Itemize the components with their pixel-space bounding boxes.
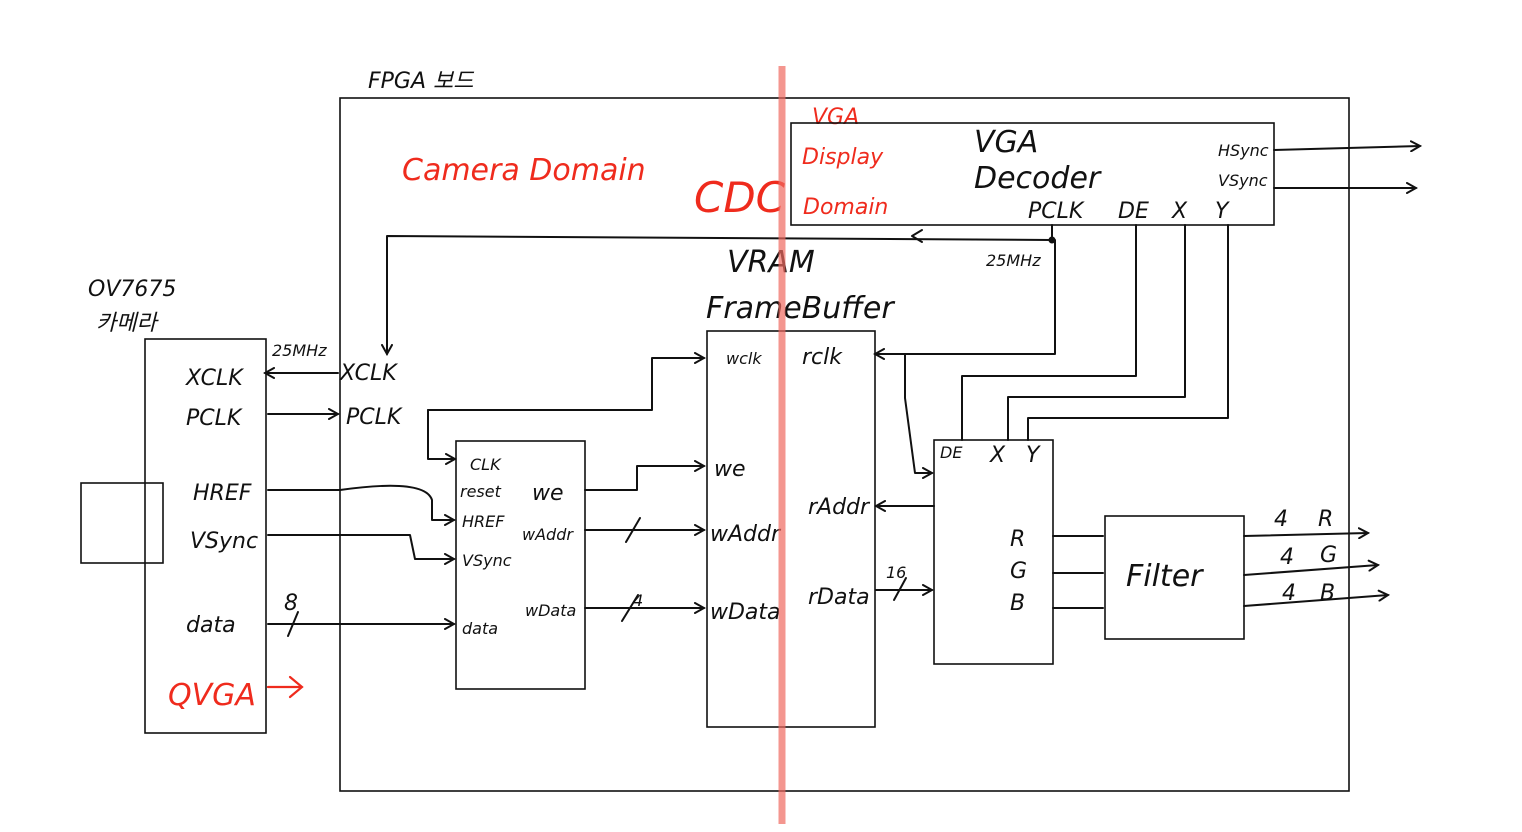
rclk-wire — [875, 239, 1056, 354]
board-title: FPGA 보드 — [368, 69, 474, 94]
reader-b: B — [1010, 591, 1025, 616]
vga-decoder-x: X — [1171, 199, 1188, 224]
vsync-wire — [267, 534, 454, 559]
reader-y: Y — [1026, 443, 1041, 468]
vram-rclk: rclk — [802, 345, 843, 370]
controller-wdata: wData — [525, 601, 576, 620]
camera-pin-xclk: XCLK — [185, 366, 244, 391]
rclk-to-reader-wire — [904, 353, 932, 473]
cdc-label: CDC — [694, 173, 786, 222]
camera-mode-label: QVGA — [168, 678, 256, 713]
camera-pin-href: HREF — [193, 481, 252, 506]
controller-clk: CLK — [470, 455, 502, 474]
vram-rdata: rData — [808, 585, 870, 610]
vga-domain-line1: VGA — [812, 105, 859, 130]
reader-x: X — [989, 443, 1006, 468]
reader-de: DE — [940, 443, 963, 462]
vram-raddr: rAddr — [808, 495, 871, 520]
vram-we: we — [714, 457, 746, 482]
camera-controller-block — [455, 440, 586, 690]
controller-vsync: VSync — [462, 551, 512, 570]
b-output-wire — [1243, 595, 1388, 607]
r-width: 4 — [1274, 507, 1288, 532]
g-width: 4 — [1280, 545, 1294, 570]
vga-domain-line2: Display — [802, 145, 884, 170]
fpga-pclk-label: PCLK — [346, 405, 403, 430]
qvga-arrow — [266, 675, 304, 699]
camera-pin-data: data — [186, 613, 236, 638]
camera-clk-freq: 25MHz — [272, 341, 327, 360]
vga-decoder-de: DE — [1118, 199, 1149, 224]
camera-lens-square — [80, 482, 164, 564]
vram-wclk: wclk — [726, 349, 762, 368]
pclk-feedback-wire — [387, 235, 1053, 354]
vram-wdata: wData — [710, 600, 781, 625]
vga-decoder-title-line1: VGA — [974, 125, 1038, 160]
filter-label: Filter — [1126, 559, 1204, 594]
pclk-to-wclk-wire — [427, 358, 704, 411]
reader-g: G — [1010, 559, 1027, 584]
vga-decoder-block — [790, 122, 1275, 226]
x-wire — [1007, 224, 1186, 441]
camera-title-line2: 카메라 — [96, 311, 159, 336]
vga-decoder-title-line2: Decoder — [974, 161, 1102, 196]
controller-href: HREF — [462, 512, 505, 531]
r-output-label: R — [1318, 507, 1333, 532]
vga-domain-line3: Domain — [803, 195, 888, 220]
camera-title-line1: OV7675 — [88, 277, 176, 302]
fpga-xclk-label: XCLK — [339, 361, 398, 386]
wdata-width: 4 — [633, 591, 643, 610]
vga-decoder-vsync: VSync — [1218, 171, 1268, 190]
wdata-tick — [621, 594, 639, 622]
b-output-label: B — [1320, 581, 1335, 606]
vga-decoder-pclk: PCLK — [1028, 199, 1085, 224]
pclk-to-controller-wire — [427, 409, 455, 459]
vga-pclk-freq: 25MHz — [986, 251, 1041, 270]
g-output-wire — [1243, 565, 1378, 576]
rdata-width: 16 — [886, 563, 906, 582]
controller-waddr: wAddr — [522, 525, 574, 544]
de-wire — [961, 224, 1137, 441]
data-width-tick — [287, 611, 299, 637]
fpga-board-outline — [339, 97, 1350, 792]
vram-reader-block — [933, 439, 1054, 665]
reader-r: R — [1010, 527, 1025, 552]
vram-title-line1: VRAM — [727, 245, 815, 280]
camera-pin-vsync: VSync — [190, 529, 258, 554]
controller-reset: reset — [460, 482, 502, 501]
g-output-label: G — [1320, 543, 1337, 568]
camera-block — [144, 338, 267, 734]
filter-block — [1104, 515, 1245, 640]
hsync-output-wire — [1273, 146, 1420, 150]
vga-decoder-y: Y — [1215, 199, 1230, 224]
vram-title-line2: FrameBuffer — [706, 291, 895, 326]
camera-data-width: 8 — [284, 591, 298, 616]
href-wire — [267, 484, 454, 520]
vram-framebuffer-block — [706, 330, 876, 728]
camera-domain-label: Camera Domain — [402, 153, 646, 188]
b-width: 4 — [1282, 581, 1296, 606]
vga-decoder-hsync: HSync — [1218, 141, 1269, 160]
r-output-wire — [1243, 533, 1368, 536]
waddr-tick — [625, 517, 641, 543]
we-wire — [584, 466, 704, 491]
pclk-feedback-chevron — [911, 229, 923, 243]
rdata-tick — [893, 577, 907, 601]
controller-data: data — [462, 619, 498, 638]
vram-waddr: wAddr — [710, 522, 782, 547]
y-wire — [1027, 224, 1229, 441]
controller-we: we — [532, 481, 564, 506]
camera-pin-pclk: PCLK — [186, 406, 243, 431]
